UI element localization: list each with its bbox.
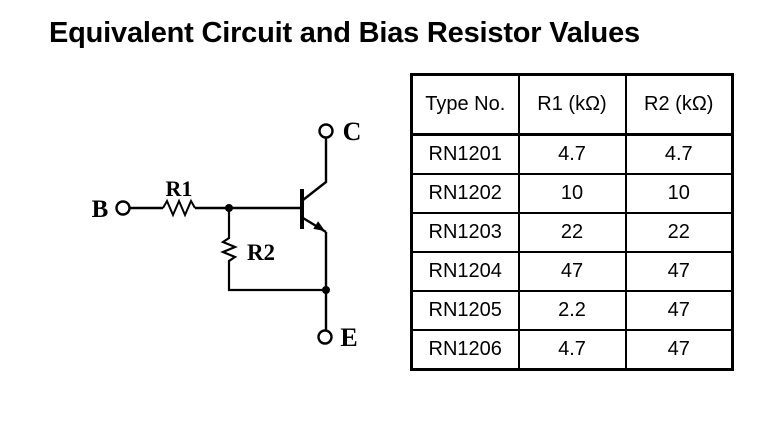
- cell-r1: 22: [517, 212, 627, 253]
- cell-r1: 2.2: [517, 290, 627, 331]
- terminal-b-label: B: [92, 196, 109, 223]
- terminal-e-circle: [317, 329, 333, 345]
- table-row: RN1206 4.7 47: [410, 329, 734, 371]
- resistor-r2-symbol: [220, 208, 326, 292]
- cell-type-no: RN1204: [410, 251, 520, 292]
- page-title: Equivalent Circuit and Bias Resistor Val…: [49, 17, 640, 49]
- table-row: RN1203 22 22: [410, 212, 734, 253]
- terminal-c-label: C: [343, 117, 362, 146]
- cell-r2: 47: [624, 251, 734, 292]
- cell-type-no: RN1205: [410, 290, 520, 331]
- cell-r1: 4.7: [517, 133, 627, 175]
- terminal-e-label: E: [340, 323, 357, 352]
- cell-r2: 47: [624, 290, 734, 331]
- cell-r2: 22: [624, 212, 734, 253]
- table-row: RN1202 10 10: [410, 173, 734, 214]
- header-cell-r1: R1 (kΩ): [517, 73, 627, 136]
- resistor-r1-label: R1: [166, 176, 193, 201]
- cell-type-no: RN1206: [410, 329, 520, 371]
- cell-type-no: RN1203: [410, 212, 520, 253]
- resistor-r1-symbol: [162, 198, 196, 218]
- terminal-c-circle: [318, 123, 334, 139]
- table-row: RN1201 4.7 4.7: [410, 133, 734, 175]
- header-cell-type-no: Type No.: [410, 73, 520, 136]
- table-row: RN1205 2.2 47: [410, 290, 734, 331]
- cell-r1: 10: [517, 173, 627, 214]
- cell-r2: 10: [624, 173, 734, 214]
- cell-r1: 4.7: [517, 329, 627, 371]
- cell-r2: 47: [624, 329, 734, 371]
- bias-resistor-table: Type No. R1 (kΩ) R2 (kΩ) RN1201 4.7 4.7 …: [410, 73, 734, 371]
- terminal-b-circle: [115, 200, 131, 216]
- equivalent-circuit-diagram: B R1 C E R2: [92, 117, 362, 352]
- resistor-r2-label: R2: [247, 240, 275, 265]
- cell-type-no: RN1202: [410, 173, 520, 214]
- emitter-arrowhead-icon: [313, 221, 325, 231]
- cell-r1: 47: [517, 251, 627, 292]
- cell-type-no: RN1201: [410, 133, 520, 175]
- transistor-collector-wire: [302, 138, 328, 201]
- table-row: RN1204 47 47: [410, 251, 734, 292]
- header-cell-r2: R2 (kΩ): [624, 73, 734, 136]
- table-header-row: Type No. R1 (kΩ) R2 (kΩ): [410, 73, 734, 136]
- cell-r2: 4.7: [624, 133, 734, 175]
